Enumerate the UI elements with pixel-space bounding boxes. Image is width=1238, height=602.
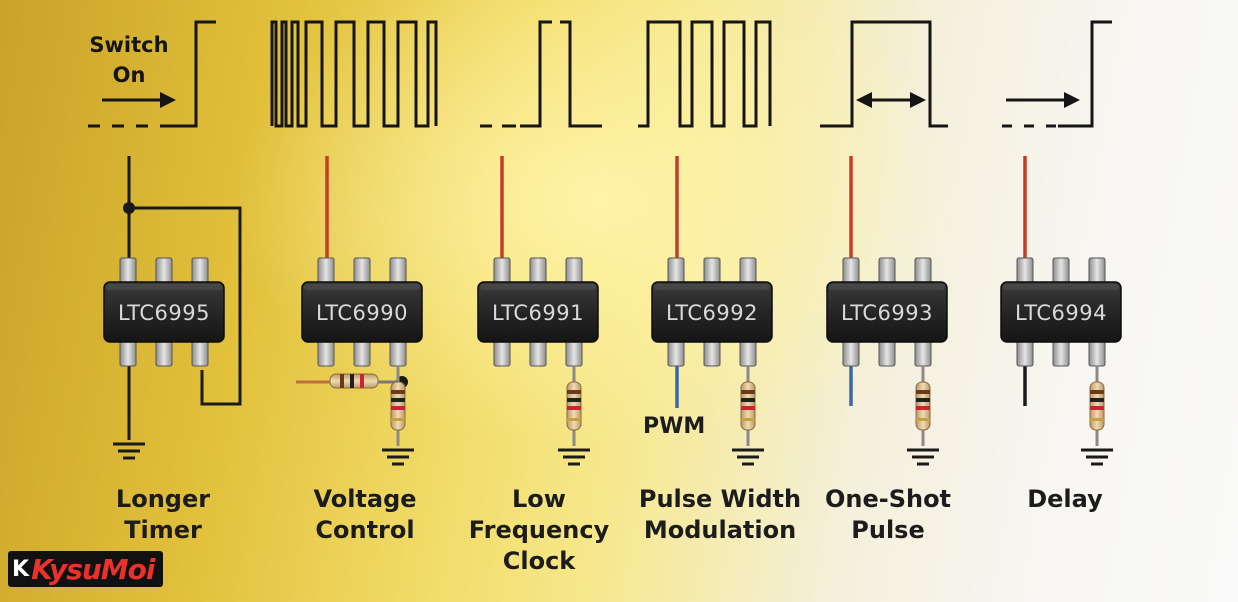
chips: LTC6995 LTC6990 LTC6991 LTC6992 LTC6993 LTC69… xyxy=(103,257,1122,367)
switch-on-caption: Switch On xyxy=(84,30,174,90)
resistor-to-ground xyxy=(915,366,931,446)
label-line: Voltage xyxy=(313,485,417,513)
chip-part-number: LTC6995 xyxy=(118,301,210,325)
waveform-low-frequency-clock xyxy=(480,20,602,128)
waveform-one-shot xyxy=(820,20,948,128)
label-voltage-control: Voltage Control xyxy=(290,484,440,546)
chip-ltc6995: LTC6995 xyxy=(103,257,225,367)
ground-icon xyxy=(382,448,414,466)
bottom-left-wires xyxy=(675,362,1027,408)
label-line: Delay xyxy=(1027,485,1103,513)
chip-ltc6990: LTC6990 xyxy=(301,257,423,367)
resistor-to-ground xyxy=(390,366,406,446)
grounds xyxy=(113,366,1113,466)
ground-icon xyxy=(907,448,939,466)
chip-ltc6992: LTC6992 xyxy=(651,257,773,367)
ground-icon xyxy=(113,442,145,460)
logo-text: KysuMoi xyxy=(31,552,155,586)
chip-part-number: LTC6994 xyxy=(1015,301,1107,325)
chip-ltc6994: LTC6994 xyxy=(1000,257,1122,367)
ground-icon xyxy=(1081,448,1113,466)
label-delay: Delay xyxy=(990,484,1140,515)
resistor-to-ground xyxy=(1089,366,1105,446)
label-line: Timer xyxy=(124,516,202,544)
resistor-to-ground xyxy=(566,366,582,446)
ground-icon xyxy=(732,448,764,466)
chip-ltc6993: LTC6993 xyxy=(826,257,948,367)
chip-part-number: LTC6992 xyxy=(666,301,758,325)
label-line: Frequency xyxy=(468,516,610,544)
switch-caption-line1: Switch xyxy=(89,33,169,57)
resistor-to-ground xyxy=(740,366,756,446)
waveform-switch-on xyxy=(88,20,216,128)
label-line: One-Shot xyxy=(824,485,952,513)
label-longer-timer: Longer Timer xyxy=(88,484,238,546)
label-line: Clock xyxy=(502,547,576,575)
waveform-delay xyxy=(1002,20,1112,128)
label-line: Modulation xyxy=(643,516,797,544)
label-line: Low xyxy=(512,485,566,513)
waveform-pwm xyxy=(638,20,772,128)
switch-caption-line2: On xyxy=(112,63,146,87)
chip-part-number: LTC6990 xyxy=(316,301,408,325)
label-line: Control xyxy=(315,516,415,544)
waveform-voltage-control xyxy=(270,20,438,128)
label-pulse-width-modulation: Pulse Width Modulation xyxy=(630,484,810,546)
signal-wires xyxy=(325,156,1027,262)
chip-ltc6991: LTC6991 xyxy=(477,257,599,367)
label-line: Longer xyxy=(115,485,211,513)
chip-part-number: LTC6991 xyxy=(492,301,584,325)
waveforms xyxy=(88,20,1112,128)
pwm-label: PWM xyxy=(643,414,706,439)
ground-icon xyxy=(558,448,590,466)
kysumoi-logo: K KysuMoi xyxy=(8,551,163,587)
chip-part-number: LTC6993 xyxy=(841,301,933,325)
logo-mark: K xyxy=(12,556,30,582)
label-low-frequency-clock: Low Frequency Clock xyxy=(459,484,619,577)
label-one-shot-pulse: One-Shot Pulse xyxy=(808,484,968,546)
label-line: Pulse xyxy=(851,516,925,544)
label-line: Pulse Width xyxy=(638,485,802,513)
wiring-ltc6990-voltage xyxy=(296,373,408,389)
